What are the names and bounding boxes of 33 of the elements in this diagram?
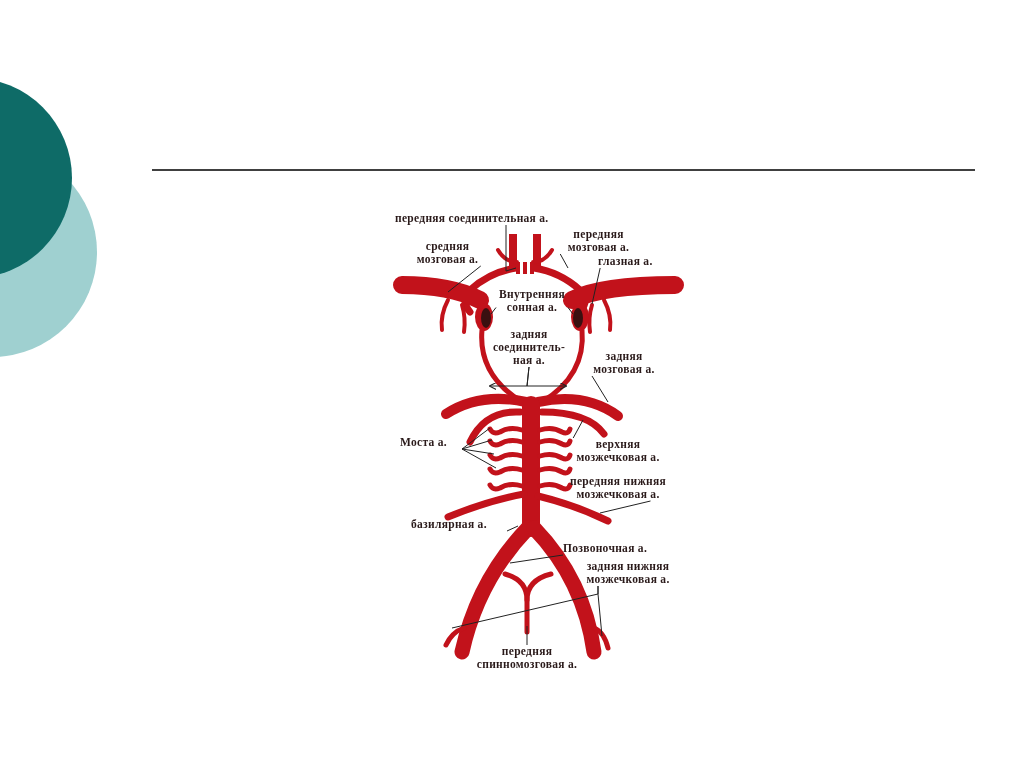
communicating-artery-drawing (516, 262, 534, 274)
artery-label: Внутренняя сонная а. (498, 288, 566, 314)
artery-label: передняя спинномозговая а. (475, 645, 579, 671)
artery-label: глазная а. (598, 255, 654, 268)
leader-line (567, 307, 574, 315)
leader-line (461, 448, 495, 455)
artery-label: передняя мозговая а. (566, 228, 631, 254)
artery-label: Моста а. (400, 436, 448, 449)
leader-line (599, 500, 651, 514)
leader-line (572, 419, 584, 439)
leader-line (447, 265, 482, 293)
leader-line (509, 554, 564, 564)
artery-label: передняя нижняя мозжечковая а. (569, 475, 667, 501)
artery-label: задняя нижняя мозжечковая а. (585, 560, 671, 586)
leader-line (505, 224, 517, 272)
leader-line (461, 448, 497, 469)
leader-line (490, 307, 497, 315)
leader-line (526, 366, 568, 391)
leader-line (461, 439, 493, 450)
leader-line (506, 525, 519, 532)
artery-label: верхняя мозжечковая а. (575, 438, 661, 464)
leader-line (559, 253, 569, 269)
artery-label: Позвоночная а. (563, 542, 649, 555)
artery-label: задняя мозговая а. (592, 350, 656, 376)
leader-line (597, 585, 603, 637)
artery-label: базилярная а. (411, 518, 488, 531)
leader-line (461, 427, 491, 450)
artery-label: передняя соединительная а. (395, 212, 550, 225)
artery-label: задняя соединитель-ная а. (492, 328, 566, 367)
artery-label: средняя мозговая а. (415, 240, 480, 266)
leader-line (591, 375, 609, 403)
leader-line (591, 267, 601, 305)
leader-line (526, 625, 528, 646)
